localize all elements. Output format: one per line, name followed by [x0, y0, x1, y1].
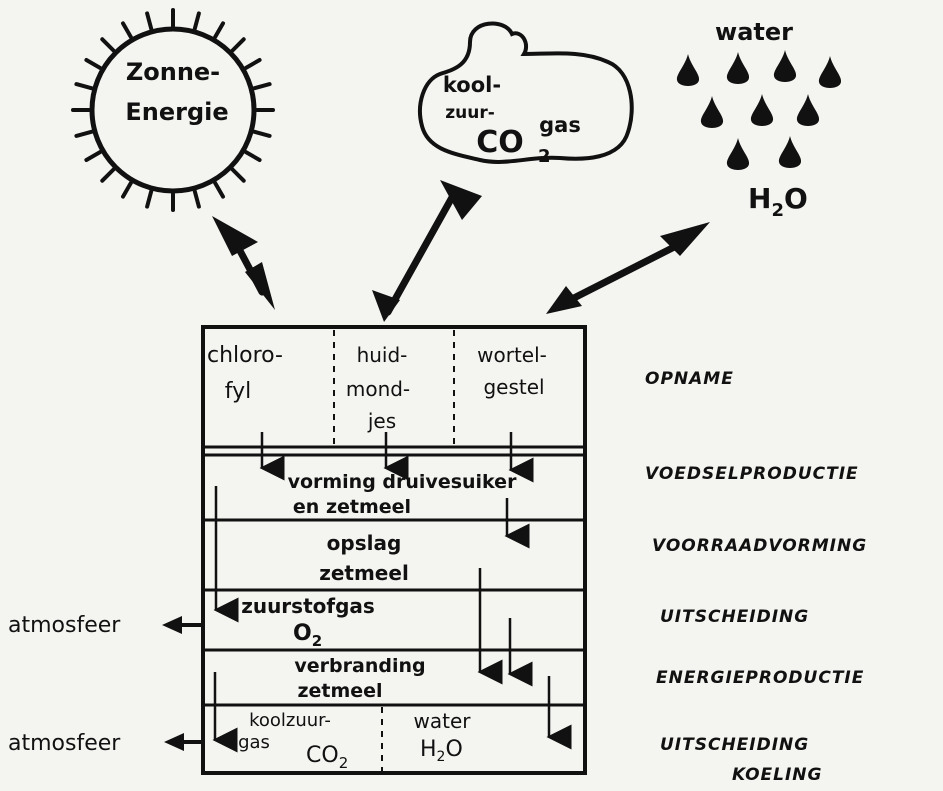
- process-box: [201, 325, 587, 775]
- koolzuurgas-2: gas: [238, 732, 270, 753]
- side-uitscheiding1: UITSCHEIDING: [660, 607, 809, 627]
- water-drop-icon: [778, 136, 802, 168]
- cell-wortelgestel-2: gestel: [483, 375, 544, 399]
- voedsel-line2: en zetmeel: [293, 496, 411, 518]
- co2-formula-sub: 2: [538, 146, 551, 167]
- co2-label-zuur: zuur-: [445, 103, 495, 123]
- sun-ray: [213, 180, 225, 199]
- output-atmos-2: atmosfeer: [8, 731, 203, 756]
- water-drop-icon: [750, 94, 774, 126]
- sun-label-line1: Zonne-: [126, 58, 220, 86]
- sun-ray: [74, 82, 94, 91]
- cell-chlorofyl-1: chloro-: [207, 343, 283, 368]
- co2-formula: CO: [476, 125, 524, 160]
- side-koeling: KOELING: [732, 765, 823, 785]
- sun-ray: [252, 129, 272, 138]
- sun-ray: [121, 21, 133, 40]
- cell-huidmondjes-3: jes: [367, 409, 396, 433]
- side-uitscheiding2: UITSCHEIDING: [660, 735, 809, 755]
- side-opname: OPNAME: [645, 369, 734, 389]
- sun-ray: [243, 150, 262, 162]
- water-label: water: [715, 18, 793, 46]
- cell-huidmondjes-2: mond-: [346, 377, 410, 401]
- sun-ray: [192, 11, 201, 31]
- voedsel-line1: vorming druivesuiker: [288, 471, 518, 493]
- row-energie: verbranding zetmeel: [294, 655, 425, 702]
- co2-label-kool: kool-: [443, 73, 501, 97]
- sun-ray: [252, 82, 272, 91]
- sun-icon: Zonne- Energie: [71, 8, 275, 212]
- cell-wortelgestel-1: wortel-: [477, 343, 547, 367]
- co2-label-gas: gas: [539, 113, 581, 137]
- side-labels: OPNAME VOEDSELPRODUCTIE VOORRAADVORMING …: [645, 369, 867, 785]
- water-drop-icon: [773, 50, 797, 82]
- water-drop-icon: [700, 96, 724, 128]
- arrow-sun-to-box: [212, 216, 275, 310]
- internal-arrows: [212, 432, 572, 753]
- koolzuurgas-1: koolzuur-: [249, 710, 331, 731]
- sun-ray: [243, 58, 262, 70]
- sun-ray: [230, 37, 246, 53]
- arrow-water-to-box: [546, 222, 710, 314]
- side-voorraad: VOORRAADVORMING: [652, 536, 867, 556]
- arrow-co2-to-box: [372, 180, 482, 322]
- row-uitscheiding2: koolzuur- gas CO2 water H2O: [238, 709, 471, 772]
- water-drop-icon: [818, 56, 842, 88]
- output-atmos-1: atmosfeer: [8, 613, 203, 638]
- sun-ray: [213, 21, 225, 40]
- water-drop-icon: [676, 54, 700, 86]
- sun-label-line2: Energie: [125, 98, 228, 126]
- o2-formula: O2: [293, 621, 322, 650]
- water-drop-icon: [726, 138, 750, 170]
- sun-ray: [100, 37, 116, 53]
- atmosfeer-label-2: atmosfeer: [8, 731, 121, 756]
- sun-ray: [121, 180, 133, 199]
- water-bottom: water: [414, 709, 472, 733]
- sun-ray: [74, 129, 94, 138]
- voorraad-line2: zetmeel: [319, 561, 409, 585]
- row-uitscheiding1: zuurstofgas O2: [241, 594, 375, 650]
- sun-ray: [84, 58, 103, 70]
- sun-ray: [192, 189, 201, 209]
- water-drop-icon: [726, 52, 750, 84]
- energie-line2: zetmeel: [297, 680, 382, 702]
- cell-huidmondjes-1: huid-: [357, 343, 408, 367]
- sun-ray: [230, 167, 246, 183]
- sun-ray: [84, 150, 103, 162]
- co2-cloud: kool- zuur- gas CO 2: [418, 21, 634, 167]
- row-voorraad: opslag zetmeel: [319, 531, 409, 585]
- energie-line1: verbranding: [294, 655, 425, 677]
- sun-ray: [100, 167, 116, 183]
- atmosfeer-label-1: atmosfeer: [8, 613, 121, 638]
- sun-ray: [145, 189, 154, 209]
- side-voedsel: VOEDSELPRODUCTIE: [645, 464, 859, 484]
- zuurstofgas-label: zuurstofgas: [241, 594, 375, 618]
- cell-chlorofyl-2: fyl: [225, 379, 252, 404]
- co2-bottom: CO2: [306, 743, 348, 772]
- voorraad-line1: opslag: [327, 531, 402, 555]
- row-voedsel: vorming druivesuiker en zetmeel: [288, 471, 518, 518]
- water-formula: H2O: [748, 182, 808, 221]
- side-energie: ENERGIEPRODUCTIE: [656, 668, 864, 688]
- row-opname: chloro- fyl huid- mond- jes wortel- gest…: [207, 343, 547, 433]
- water-drops: water H2O: [676, 18, 842, 221]
- h2o-bottom: H2O: [420, 737, 463, 765]
- sun-ray: [145, 11, 154, 31]
- water-drop-icon: [796, 94, 820, 126]
- input-arrows: [212, 180, 710, 322]
